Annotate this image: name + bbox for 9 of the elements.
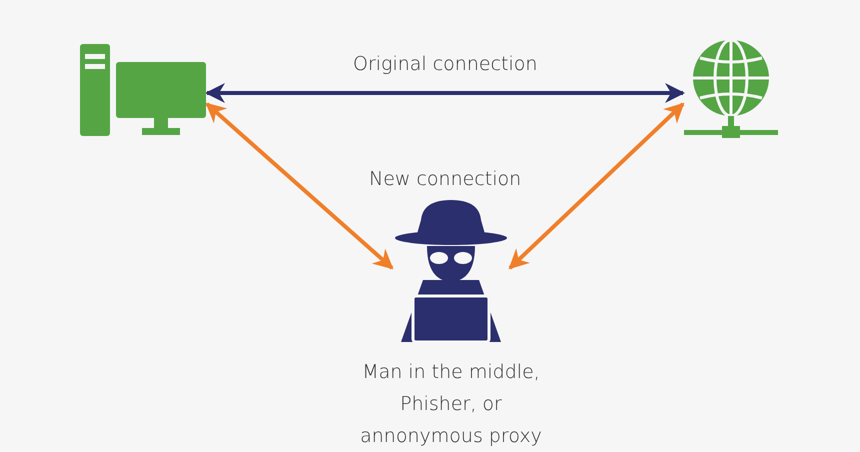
edge-label: Original connection bbox=[353, 53, 538, 75]
double-arrow bbox=[508, 102, 684, 270]
hacker-icon bbox=[393, 200, 509, 342]
annotation-text: New connection bbox=[369, 168, 522, 190]
globe-icon bbox=[684, 38, 778, 140]
node-caption: Man in the middle, Phisher, or annonymous proxy bbox=[359, 360, 543, 449]
computer-icon bbox=[80, 44, 206, 136]
double-arrow bbox=[205, 83, 685, 103]
double-arrow bbox=[206, 102, 394, 270]
